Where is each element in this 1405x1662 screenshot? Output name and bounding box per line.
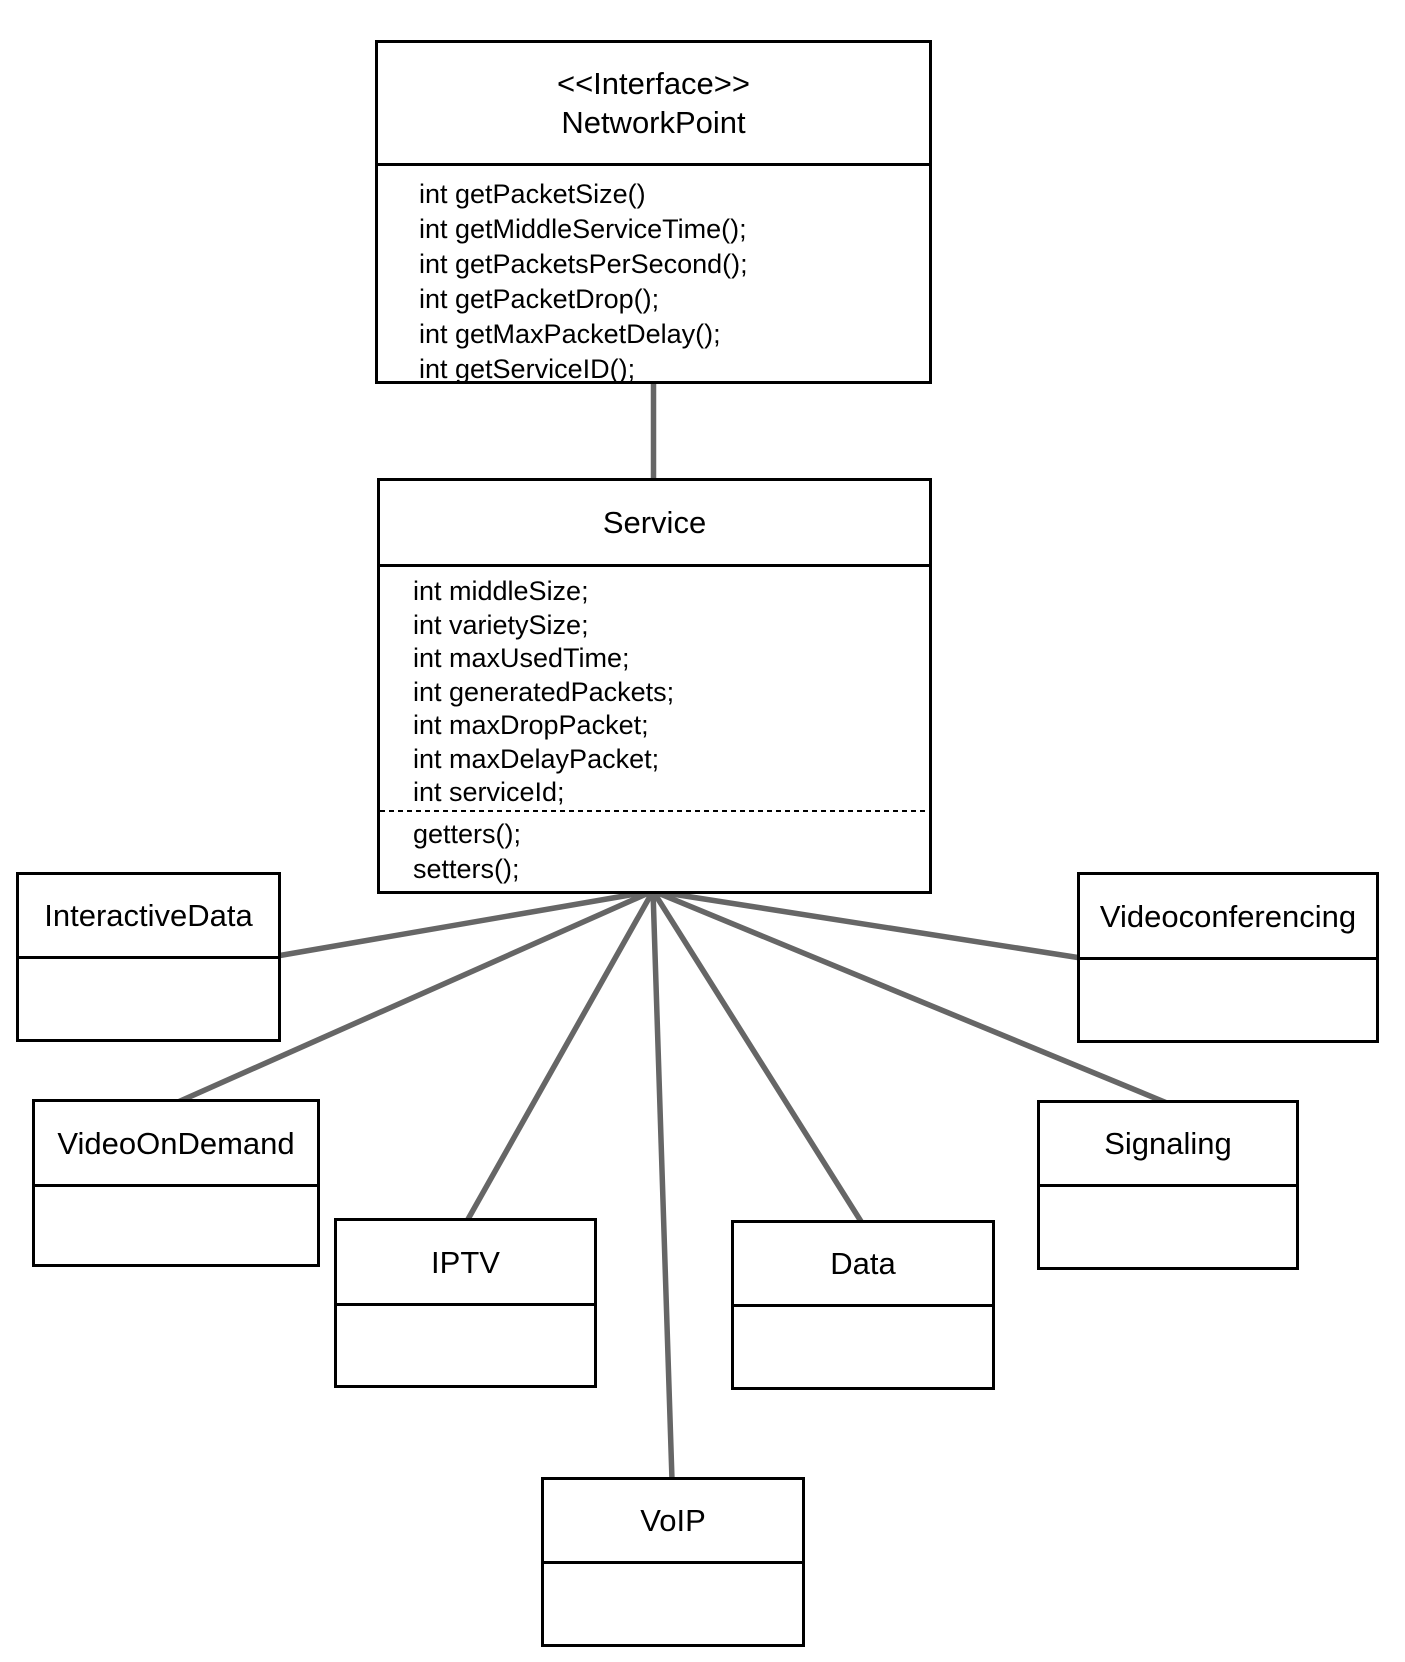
interactivedata-title-compartment: InteractiveData bbox=[19, 875, 278, 959]
connector-service-videoondemand bbox=[175, 888, 656, 1105]
attribute-item: int maxUsedTime; bbox=[413, 643, 630, 673]
service-attributes: int middleSize; int varietySize; int max… bbox=[380, 567, 929, 810]
videoconferencing-name: Videoconferencing bbox=[1099, 898, 1357, 934]
connector-service-videoconferencing bbox=[650, 888, 1084, 961]
connector-service-interactivedata bbox=[274, 888, 656, 959]
attribute-item: int maxDelayPacket; bbox=[413, 743, 660, 774]
videoconferencing-empty-compartment bbox=[1080, 960, 1376, 1040]
attribute-item: int serviceId; bbox=[413, 777, 565, 807]
method-item: int getServiceID(); bbox=[419, 354, 636, 384]
networkpoint-stereotype: <<Interface>> bbox=[556, 66, 751, 101]
signaling-name: Signaling bbox=[1104, 1126, 1232, 1161]
videoconferencing-title-compartment: Videoconferencing bbox=[1080, 875, 1376, 960]
class-box-service: Service int middleSize; int varietySize;… bbox=[377, 478, 932, 894]
iptv-empty-compartment bbox=[337, 1306, 594, 1385]
method-item: int getPacketSize() bbox=[419, 179, 646, 209]
class-box-data: Data bbox=[731, 1220, 995, 1390]
networkpoint-name: NetworkPoint bbox=[561, 105, 746, 140]
method-item: int getMiddleServiceTime(); bbox=[419, 214, 747, 244]
class-box-networkpoint: <<Interface>> NetworkPoint int getPacket… bbox=[375, 40, 932, 384]
service-title-compartment: Service bbox=[380, 481, 929, 567]
videoondemand-title-compartment: VideoOnDemand bbox=[35, 1102, 317, 1187]
interactivedata-empty-compartment bbox=[19, 959, 278, 1039]
operation-item: getters(); bbox=[413, 819, 522, 849]
attribute-item: int varietySize; bbox=[413, 609, 589, 640]
service-name: Service bbox=[602, 505, 707, 540]
service-operations: getters(); setters(); bbox=[380, 812, 929, 887]
data-name: Data bbox=[830, 1246, 896, 1281]
connector-service-signaling bbox=[650, 888, 1170, 1106]
method-item: int getMaxPacketDelay(); bbox=[419, 319, 721, 349]
operation-item: setters(); bbox=[413, 854, 520, 884]
attribute-item: int middleSize; bbox=[413, 576, 589, 606]
networkpoint-methods: int getPacketSize() int getMiddleService… bbox=[378, 166, 929, 387]
service-operations-divider bbox=[380, 810, 929, 812]
class-box-videoondemand: VideoOnDemand bbox=[32, 1099, 320, 1267]
class-box-voip: VoIP bbox=[541, 1477, 805, 1647]
data-title-compartment: Data bbox=[734, 1223, 992, 1307]
interactivedata-name: InteractiveData bbox=[44, 898, 253, 933]
videoondemand-empty-compartment bbox=[35, 1187, 317, 1264]
class-box-interactivedata: InteractiveData bbox=[16, 872, 281, 1042]
data-empty-compartment bbox=[734, 1307, 992, 1387]
voip-name: VoIP bbox=[640, 1503, 706, 1538]
signaling-empty-compartment bbox=[1040, 1187, 1296, 1267]
class-box-signaling: Signaling bbox=[1037, 1100, 1299, 1270]
voip-title-compartment: VoIP bbox=[544, 1480, 802, 1564]
class-box-iptv: IPTV bbox=[334, 1218, 597, 1388]
method-item: int getPacketsPerSecond(); bbox=[419, 249, 748, 279]
iptv-name: IPTV bbox=[431, 1244, 500, 1280]
videoondemand-name: VideoOnDemand bbox=[57, 1125, 295, 1161]
connector-service-iptv bbox=[464, 888, 656, 1224]
signaling-title-compartment: Signaling bbox=[1040, 1103, 1296, 1187]
networkpoint-title-compartment: <<Interface>> NetworkPoint bbox=[378, 43, 929, 166]
attribute-item: int generatedPackets; bbox=[413, 676, 675, 707]
iptv-title-compartment: IPTV bbox=[337, 1221, 594, 1306]
method-item: int getPacketDrop(); bbox=[419, 284, 660, 314]
class-box-videoconferencing: Videoconferencing bbox=[1077, 872, 1379, 1043]
connector-service-voip bbox=[650, 888, 675, 1483]
connector-service-data bbox=[650, 888, 865, 1226]
attribute-item: int maxDropPacket; bbox=[413, 710, 649, 740]
voip-empty-compartment bbox=[544, 1564, 802, 1644]
